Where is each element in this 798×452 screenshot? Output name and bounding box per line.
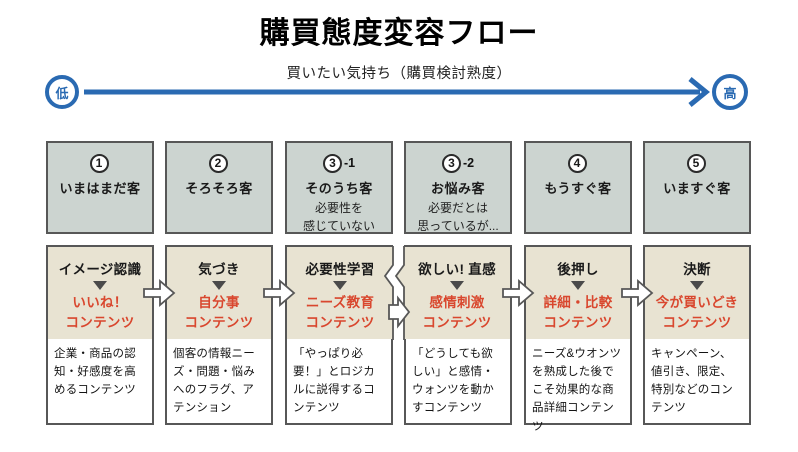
content-box: 欲しい! 直感 感情刺激 コンテンツ xyxy=(404,245,512,341)
stage-name: いまはまだ客 xyxy=(59,181,141,196)
stage-name: いますぐ客 xyxy=(663,181,731,196)
description-box: 企業・商品の認知・好感度を高めるコンテンツ xyxy=(46,339,154,425)
content-box: 必要性学習 ニーズ教育 コンテンツ xyxy=(285,245,393,341)
stage-note: 必要だとは 思っているが... xyxy=(417,201,499,233)
stage-number-row: 5 xyxy=(645,153,749,173)
step-label: 必要性学習 xyxy=(305,262,375,277)
stage-number-badge: 2 xyxy=(208,153,228,173)
stage-number-suffix: -2 xyxy=(462,156,475,170)
description-box: 「やっぱり必要！」とロジカルに説得するコンテンツ xyxy=(285,339,393,425)
flow-arrow-icon xyxy=(143,279,176,307)
down-triangle-icon xyxy=(690,281,704,290)
stage-header-box: 3 -1 そのうち客 必要性を 感じていない xyxy=(285,141,393,234)
description-text: キャンペーン、値引き、限定、特別などのコンテンツ xyxy=(651,348,733,415)
step-label: 気づき xyxy=(198,262,240,277)
stage-column-2: 2 そろそろ客 気づき 自分事 コンテンツ 個客の情報ニーズ・問題・悩みへのフラ… xyxy=(165,141,273,425)
stage-number-badge: 1 xyxy=(89,153,109,173)
stage-number-row: 1 xyxy=(48,153,152,173)
stage-header-box: 1 いまはまだ客 xyxy=(46,141,154,234)
down-triangle-icon xyxy=(212,281,226,290)
stage-number-suffix: -1 xyxy=(343,156,356,170)
stage-header-box: 2 そろそろ客 xyxy=(165,141,273,234)
step-label: 決断 xyxy=(683,262,711,277)
page-title: 購買態度変容フロー xyxy=(259,17,539,50)
content-label: 今が買いどき コンテンツ xyxy=(655,295,739,330)
content-label: 感情刺激 コンテンツ xyxy=(422,295,492,330)
stage-name: そのうち客 xyxy=(305,181,373,196)
content-label: ニーズ教育 コンテンツ xyxy=(305,295,375,330)
stage-header-box: 4 もうすぐ客 xyxy=(524,141,632,234)
stage-number-badge: 3 xyxy=(322,153,342,173)
description-box: キャンペーン、値引き、限定、特別などのコンテンツ xyxy=(643,339,751,425)
step-label: 欲しい! 直感 xyxy=(418,262,496,277)
stage-name: そろそろ客 xyxy=(185,181,253,196)
stage-column-3: 3 -1 そのうち客 必要性を 感じていない 必要性学習 ニーズ教育 コンテンツ… xyxy=(285,141,393,425)
down-triangle-icon xyxy=(333,281,347,290)
stage-column-4: 3 -2 お悩み客 必要だとは 思っているが... 欲しい! 直感 感情刺激 コ… xyxy=(404,141,512,425)
content-label: 詳細・比較 コンテンツ xyxy=(543,295,613,330)
description-text: 企業・商品の認知・好感度を高めるコンテンツ xyxy=(54,348,136,397)
description-box: ニーズ&ウオンツを熟成した後でこそ効果的な商品詳細コンテンツ xyxy=(524,339,632,433)
stage-number-row: 3 -2 xyxy=(406,153,510,173)
stage-column-6: 5 いますぐ客 決断 今が買いどき コンテンツ キャンペーン、値引き、限定、特別… xyxy=(643,141,751,425)
description-text: 「やっぱり必要！」とロジカルに説得するコンテンツ xyxy=(293,348,375,415)
description-text: ニーズ&ウオンツを熟成した後でこそ効果的な商品詳細コンテンツ xyxy=(532,348,622,433)
content-box: 決断 今が買いどき コンテンツ xyxy=(643,245,751,341)
description-box: 個客の情報ニーズ・問題・悩みへのフラグ、アテンション xyxy=(165,339,273,425)
stage-name: もうすぐ客 xyxy=(544,181,612,196)
stage-name: お悩み客 xyxy=(430,181,485,196)
axis-high-label: 高 xyxy=(723,85,737,101)
step-label: イメージ認識 xyxy=(58,262,142,277)
flow-arrow-icon xyxy=(621,279,654,307)
axis-low-label: 低 xyxy=(55,85,69,101)
stage-number-row: 4 xyxy=(526,153,630,173)
content-box: 気づき 自分事 コンテンツ xyxy=(165,245,273,341)
stage-column-5: 4 もうすぐ客 後押し 詳細・比較 コンテンツ ニーズ&ウオンツを熟成した後でこ… xyxy=(524,141,632,433)
axis-label: 買いたい気持ち（購買検討熟度） xyxy=(286,66,512,82)
description-text: 個客の情報ニーズ・問題・悩みへのフラグ、アテンション xyxy=(173,348,255,415)
description-box: 「どうしても欲しい」と感情・ウォンツを動かすコンテンツ xyxy=(404,339,512,425)
stage-header-box: 3 -2 お悩み客 必要だとは 思っているが... xyxy=(404,141,512,234)
down-triangle-icon xyxy=(571,281,585,290)
zigzag-separator-icon xyxy=(383,246,411,340)
stage-number-row: 3 -1 xyxy=(287,153,391,173)
content-label: いいね！ コンテンツ xyxy=(65,295,135,330)
stage-number-badge: 5 xyxy=(686,153,706,173)
flow-arrow-icon xyxy=(263,279,296,307)
down-triangle-icon xyxy=(450,281,464,290)
stage-number-row: 2 xyxy=(167,153,271,173)
stage-number-badge: 4 xyxy=(567,153,587,173)
content-box: 後押し 詳細・比較 コンテンツ xyxy=(524,245,632,341)
axis-low-badge: 低 xyxy=(45,75,79,109)
stage-header-box: 5 いますぐ客 xyxy=(643,141,751,234)
stage-column-1: 1 いまはまだ客 イメージ認識 いいね！ コンテンツ 企業・商品の認知・好感度を… xyxy=(46,141,154,425)
axis-arrow-icon xyxy=(84,77,710,107)
stage-note: 必要性を 感じていない xyxy=(302,201,375,233)
axis-high-badge: 高 xyxy=(712,74,748,110)
down-triangle-icon xyxy=(93,281,107,290)
content-box: イメージ認識 いいね！ コンテンツ xyxy=(46,245,154,341)
stage-number-badge: 3 xyxy=(441,153,461,173)
step-label: 後押し xyxy=(557,262,599,277)
description-text: 「どうしても欲しい」と感情・ウォンツを動かすコンテンツ xyxy=(412,348,494,415)
content-label: 自分事 コンテンツ xyxy=(184,295,254,330)
flow-arrow-icon xyxy=(502,279,535,307)
